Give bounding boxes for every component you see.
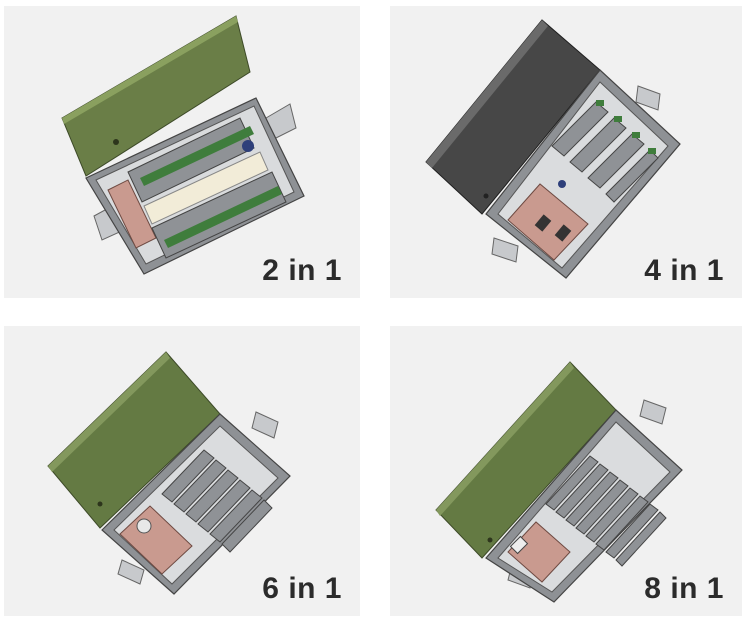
panel-label: 8 in 1 xyxy=(644,572,724,605)
panel-2-in-1: 2 in 1 xyxy=(4,6,360,298)
panel-8-in-1: 8 in 1 xyxy=(390,326,742,616)
panel-label: 2 in 1 xyxy=(262,254,342,287)
enclosure-8-in-1-image xyxy=(435,361,683,603)
enclosure-4-in-1-image xyxy=(425,19,681,279)
panel-label: 6 in 1 xyxy=(262,572,342,605)
panel-6-in-1: 6 in 1 xyxy=(4,326,360,616)
panel-4-in-1: 4 in 1 xyxy=(390,6,742,298)
enclosure-2-in-1-image xyxy=(61,15,305,275)
enclosure-6-in-1-image xyxy=(47,351,291,595)
panel-label: 4 in 1 xyxy=(644,254,724,287)
